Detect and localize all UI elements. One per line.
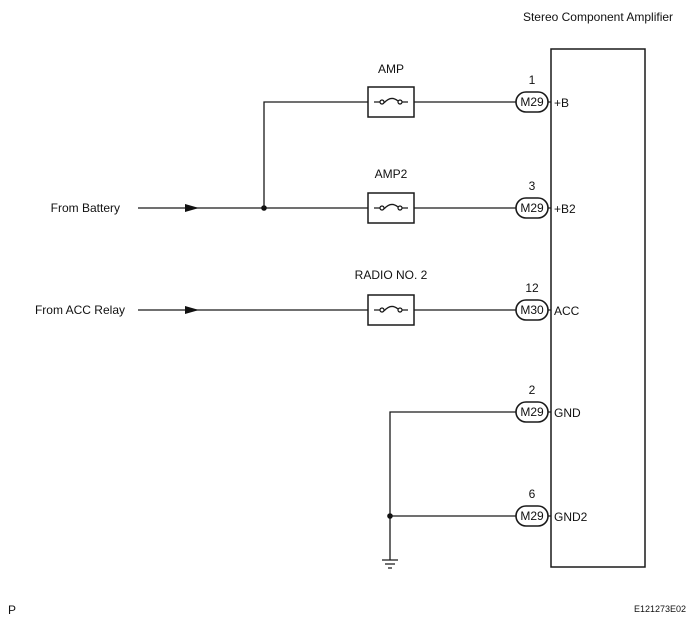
fuse-radio2-terminal-left [379, 307, 385, 313]
connector-pin-12 [515, 299, 549, 321]
fuse-amp-terminal-left [379, 99, 385, 105]
terminal-label-pin-1: +B [554, 96, 569, 110]
fuse-amp-terminal-right [397, 99, 403, 105]
pin-number-3: 3 [529, 179, 536, 193]
fuse-label-amp: AMP [378, 62, 404, 76]
connector-code-pin-2: M29 [520, 405, 544, 419]
fuse-label-radio2: RADIO NO. 2 [355, 268, 428, 282]
pin-number-2: 2 [529, 383, 536, 397]
pin-number-6: 6 [529, 487, 536, 501]
ground-icon [382, 559, 398, 569]
terminal-label-pin-2: GND [554, 406, 581, 420]
fuse-amp2-terminal-right [397, 205, 403, 211]
fuse-amp-element-icon [383, 97, 399, 104]
figure-code: E121273E02 [634, 604, 686, 614]
connector-code-pin-12: M30 [520, 303, 544, 317]
component-title: Stereo Component Amplifier [523, 10, 673, 24]
pin-number-1: 1 [529, 73, 536, 87]
fuse-amp2-terminal-left [379, 205, 385, 211]
connector-pin-2 [515, 401, 549, 423]
pin-number-12: 12 [525, 281, 539, 295]
terminal-label-pin-3: +B2 [554, 202, 576, 216]
fuse-label-amp2: AMP2 [375, 167, 408, 181]
connector-pin-6 [515, 505, 549, 527]
terminal-label-pin-6: GND2 [554, 510, 588, 524]
connector-stubs [548, 101, 551, 517]
amp-branch-wire [263, 101, 368, 208]
fuse-amp2-element-icon [383, 203, 399, 210]
battery-arrow-icon [185, 204, 199, 212]
amplifier-body [550, 48, 646, 568]
connector-pin-1 [515, 91, 549, 113]
source-label-battery: From Battery [51, 201, 120, 215]
acc-arrow-icon [185, 306, 199, 314]
corner-mark: P [8, 603, 16, 617]
connector-code-pin-1: M29 [520, 95, 544, 109]
connector-code-pin-6: M29 [520, 509, 544, 523]
fuse-radio2-terminal-right [397, 307, 403, 313]
fuse-radio2-element-icon [383, 305, 399, 312]
terminal-label-pin-12: ACC [554, 304, 580, 318]
connector-pin-3 [515, 197, 549, 219]
source-label-acc-relay: From ACC Relay [35, 303, 125, 317]
connector-code-pin-3: M29 [520, 201, 544, 215]
gnd-wire [389, 411, 516, 560]
